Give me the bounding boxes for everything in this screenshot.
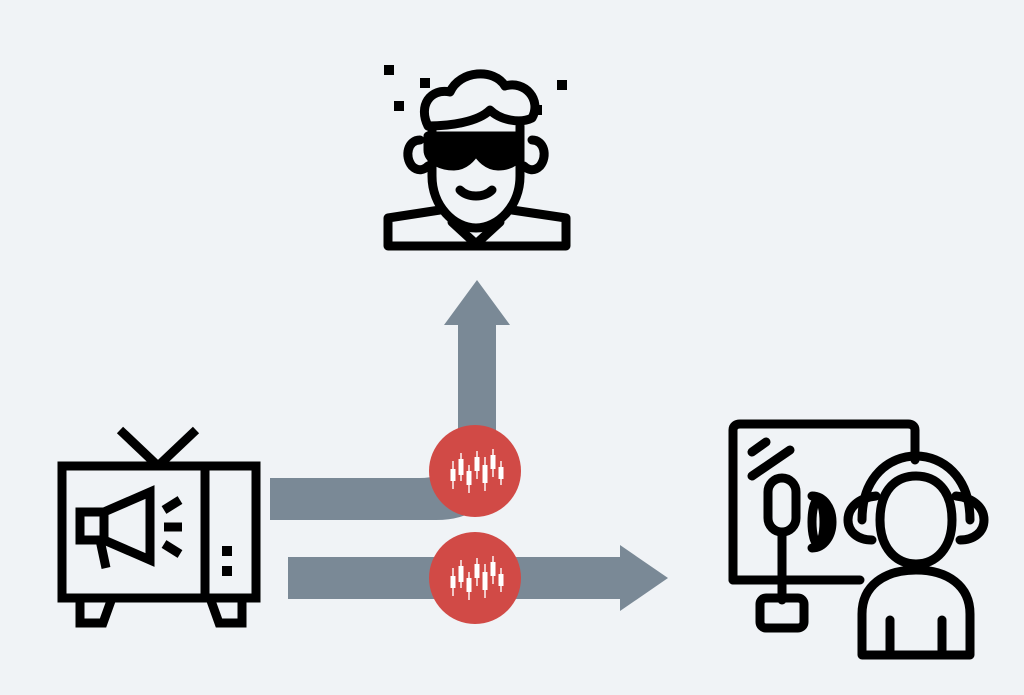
megaphone-icon [75, 485, 183, 569]
tv-megaphone-icon [57, 426, 261, 628]
monitor-icon [728, 419, 920, 585]
candlestick-chart-icon [450, 556, 504, 600]
podcaster-at-monitor-icon [728, 419, 989, 660]
candlestick-badge-bottom [429, 532, 521, 624]
candlestick-badge-top [429, 425, 521, 517]
candlestick-chart-icon [450, 449, 504, 493]
headset-person-icon [843, 451, 989, 660]
person-with-glasses-icon [383, 65, 571, 251]
microphone-icon [755, 473, 837, 633]
